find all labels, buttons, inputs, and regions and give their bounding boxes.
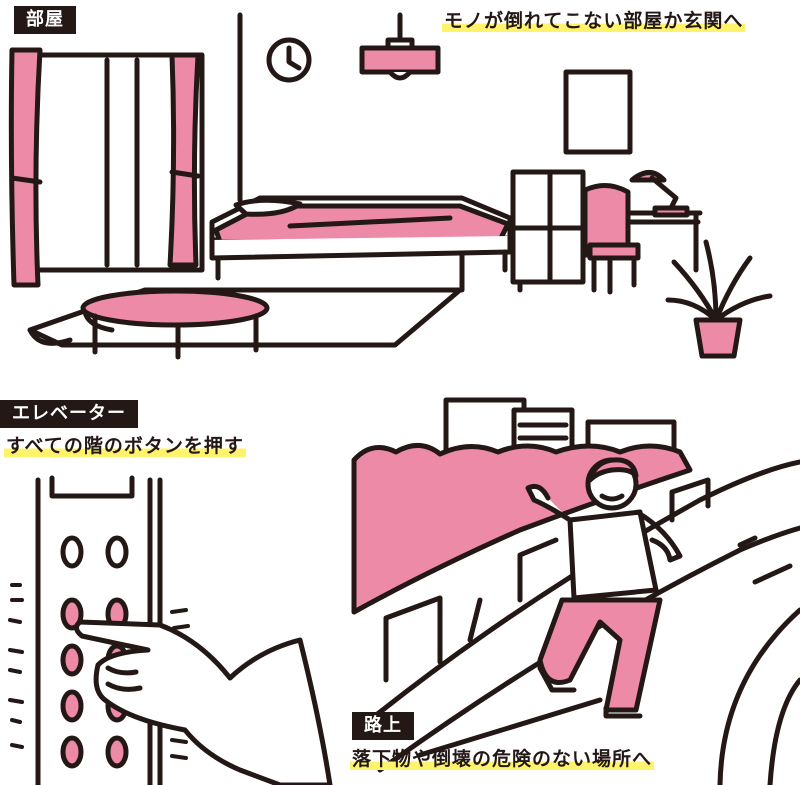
pointing-hand [74,619,333,785]
caption-room: モノが倒れてこない部屋か玄関へ [442,8,746,34]
caption-elevator-text: すべての階のボタンを押す [4,435,246,457]
curtain-left [8,47,43,288]
running-person [525,457,683,719]
caption-street: 落下物や倒壊の危険のない場所へ [350,746,655,772]
caption-elevator: すべての階のボタンを押す [4,433,246,459]
drawer-cabinet [510,169,586,293]
bed [209,195,513,293]
pendant-lamp [359,12,441,81]
curtain-right [167,52,201,268]
potted-plant [665,239,773,359]
section-label-room: 部屋 [14,6,76,34]
caption-room-text: モノが倒れてこない部屋か玄関へ [442,10,746,32]
desk-lamp [629,170,690,218]
round-table [80,288,270,360]
section-label-street: 路上 [352,712,414,740]
chair [582,183,641,295]
clock-icon [266,37,312,83]
wall-picture [563,69,633,155]
elevator-buttons [60,535,129,769]
section-label-elevator: エレベーター [0,400,138,428]
guardrails [383,477,711,683]
caption-street-text: 落下物や倒壊の危険のない場所へ [350,748,655,770]
